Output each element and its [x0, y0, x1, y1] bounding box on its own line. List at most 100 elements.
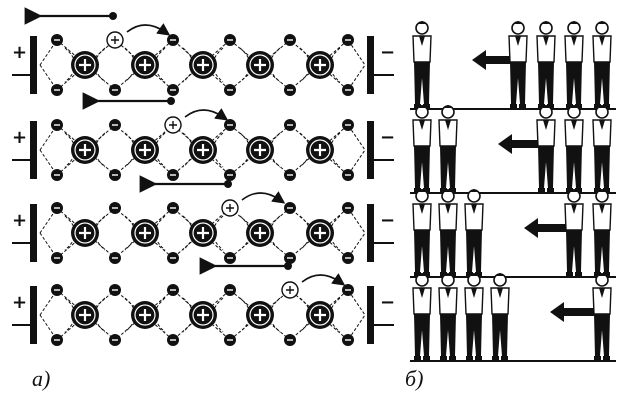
ion-ring: [192, 222, 214, 244]
positive-terminal-sign: +: [12, 42, 27, 63]
panel-a-caption: а): [32, 366, 51, 391]
positive-terminal-sign: +: [12, 127, 27, 148]
ion-ring: [249, 304, 271, 326]
ion-ring: [134, 304, 156, 326]
person: [592, 104, 612, 193]
hole-motion-dot: [109, 12, 117, 20]
person: [438, 272, 458, 361]
negative-terminal-sign: −: [380, 42, 395, 63]
electron-jump-arrow: [184, 108, 229, 121]
ion-ring: [249, 222, 271, 244]
panel-b-people-analogy: [410, 20, 616, 362]
ion-plus: [254, 59, 266, 71]
ion-ring: [134, 139, 156, 161]
people-row: [410, 272, 616, 362]
positive-terminal-sign: +: [12, 210, 27, 231]
hole-plus: [169, 121, 177, 129]
ion-plus: [254, 227, 266, 239]
ion-plus: [139, 59, 151, 71]
ion-ring: [134, 222, 156, 244]
person: [490, 272, 510, 361]
panel-a-crystal-lattice: +−+−+−+−: [12, 7, 395, 346]
positive-electrode: [30, 286, 37, 344]
negative-electrode: [367, 204, 374, 262]
person: [464, 272, 484, 361]
shift-arrow: [498, 134, 542, 154]
shift-arrow: [524, 218, 568, 238]
hole-motion-dot: [284, 262, 292, 270]
ion-plus: [314, 227, 326, 239]
person: [564, 104, 584, 193]
person: [592, 20, 612, 109]
ion-ring: [134, 54, 156, 76]
ion-plus: [197, 59, 209, 71]
person: [592, 188, 612, 277]
ion-ring: [309, 222, 331, 244]
positive-electrode: [30, 204, 37, 262]
hole-motion-dot: [224, 180, 232, 188]
negative-terminal-sign: −: [380, 292, 395, 313]
hole-plus: [226, 204, 234, 212]
shift-arrow: [472, 50, 516, 70]
ion-ring: [309, 54, 331, 76]
negative-terminal-sign: −: [380, 210, 395, 231]
ion-plus: [197, 309, 209, 321]
ion-plus: [254, 144, 266, 156]
person: [438, 104, 458, 193]
person: [412, 272, 432, 361]
hole-motion-dot: [167, 97, 175, 105]
negative-terminal-sign: −: [380, 127, 395, 148]
ion-plus: [139, 309, 151, 321]
ion-plus: [197, 227, 209, 239]
person: [412, 188, 432, 277]
person: [412, 104, 432, 193]
ion-plus: [314, 59, 326, 71]
negative-electrode: [367, 36, 374, 94]
ion-plus: [139, 144, 151, 156]
ion-plus: [79, 227, 91, 239]
person: [592, 272, 612, 361]
ion-ring: [192, 139, 214, 161]
ion-plus: [79, 144, 91, 156]
ion-ring: [74, 54, 96, 76]
ion-ring: [249, 139, 271, 161]
people-row: [410, 188, 616, 278]
lattice-row: +−: [12, 92, 395, 181]
ion-plus: [79, 59, 91, 71]
ion-plus: [254, 309, 266, 321]
panel-b-caption: б): [405, 366, 424, 391]
ion-ring: [74, 222, 96, 244]
ion-plus: [197, 144, 209, 156]
lattice-row: +−: [12, 257, 395, 346]
ion-ring: [192, 54, 214, 76]
ion-ring: [309, 304, 331, 326]
ion-plus: [139, 227, 151, 239]
positive-terminal-sign: +: [12, 292, 27, 313]
person: [564, 20, 584, 109]
ion-plus: [314, 144, 326, 156]
positive-electrode: [30, 36, 37, 94]
ion-ring: [74, 139, 96, 161]
ion-ring: [309, 139, 331, 161]
person: [438, 188, 458, 277]
person: [536, 20, 556, 109]
ion-ring: [74, 304, 96, 326]
shift-arrow: [550, 302, 594, 322]
person: [564, 188, 584, 277]
lattice-row: +−: [12, 7, 395, 96]
person: [464, 188, 484, 277]
hole-plus: [111, 36, 119, 44]
person: [508, 20, 528, 109]
ion-plus: [79, 309, 91, 321]
negative-electrode: [367, 286, 374, 344]
ion-plus: [314, 309, 326, 321]
person: [412, 20, 432, 109]
positive-electrode: [30, 121, 37, 179]
people-row: [410, 104, 616, 194]
electron-jump-arrow: [301, 273, 346, 286]
ion-ring: [249, 54, 271, 76]
people-row: [410, 20, 616, 110]
negative-electrode: [367, 121, 374, 179]
